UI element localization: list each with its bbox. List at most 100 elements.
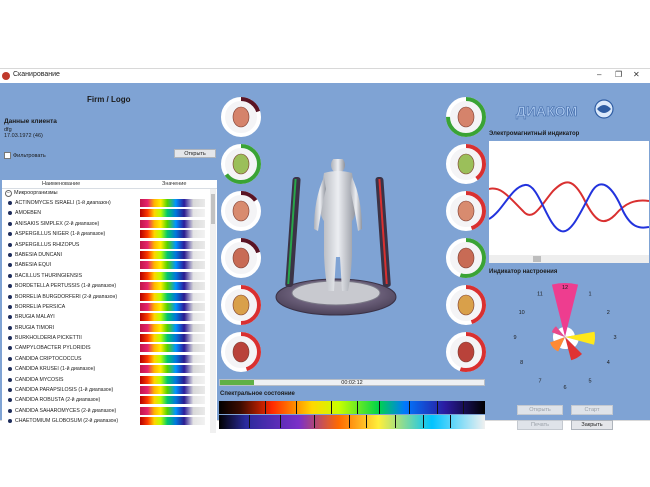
item-spectrum	[140, 230, 205, 239]
open-top-button[interactable]: Открыть	[174, 149, 216, 158]
list-item[interactable]: ANISAKIS SIMPLEX (2-й диапазон)	[2, 219, 208, 229]
spectral-line	[409, 401, 410, 414]
item-name: AMOEBEN	[15, 210, 41, 217]
mood-wedge	[551, 326, 565, 337]
item-bullet-icon	[8, 356, 12, 361]
title-bar: Сканирование – ❐ ✕	[0, 69, 650, 83]
column-name-header[interactable]: Наименование	[42, 181, 81, 187]
list-item[interactable]: ACTINOMYCES ISRAELI (1-й диапазон)	[2, 198, 208, 208]
column-value-header[interactable]: Значение	[162, 181, 187, 187]
item-name: CAMPYLOBACTER PYLORIDIS	[15, 345, 91, 352]
maximize-button[interactable]: ❐	[615, 70, 623, 79]
left-organ-5[interactable]	[220, 331, 262, 373]
list-item[interactable]: BACILLUS THURINGIENSIS	[2, 271, 208, 281]
spectral-line	[395, 415, 396, 428]
item-spectrum	[140, 250, 205, 259]
list-item[interactable]: CHAETOMIUM GLOBOSUM (2-й диапазон)	[2, 416, 208, 426]
item-name: BURKHOLDERIA PICKETTII	[15, 335, 82, 342]
item-bullet-icon	[8, 221, 12, 226]
filter-checkbox[interactable]: Фильтровать	[4, 152, 46, 159]
stomach-icon	[221, 97, 261, 137]
item-name: BABESIA EQUI	[15, 262, 52, 269]
item-name: BORDETELLA PERTUSSIS (1-й диапазон)	[15, 283, 117, 290]
window-title: Сканирование	[13, 71, 60, 78]
left-organ-2[interactable]	[220, 190, 262, 232]
liver-icon	[221, 332, 261, 372]
item-spectrum	[140, 313, 205, 322]
right-organ-1[interactable]	[445, 143, 487, 185]
spectral-line	[349, 415, 350, 428]
item-bullet-icon	[8, 273, 12, 278]
list-item[interactable]: ASPERGILLUS RHIZOPUS	[2, 240, 208, 250]
right-organ-3[interactable]	[445, 237, 487, 279]
close-window-button[interactable]: ✕	[633, 70, 640, 79]
right-organ-5[interactable]	[445, 331, 487, 373]
left-organ-1[interactable]	[220, 143, 262, 185]
em-waveform	[488, 141, 650, 263]
list-item[interactable]: CAMPYLOBACTER PYLORIDIS	[2, 343, 208, 353]
item-name: ASPERGILLUS RHIZOPUS	[15, 241, 80, 248]
item-spectrum	[140, 386, 205, 395]
left-organ-0[interactable]	[220, 96, 262, 138]
list-item[interactable]: AMOEBEN	[2, 208, 208, 218]
list-item[interactable]: CANDIDA SAHAROMYCES (2-й диапазон)	[2, 406, 208, 416]
item-bullet-icon	[8, 367, 12, 372]
start-button[interactable]: Старт	[571, 405, 613, 415]
item-name: CANDIDA ROBUSTA (2-й диапазон)	[15, 397, 101, 404]
list-item[interactable]: BABESIA EQUI	[2, 260, 208, 270]
checkbox-box[interactable]	[4, 152, 11, 159]
print-button[interactable]: Печать	[517, 420, 563, 430]
open-button[interactable]: Открыть	[517, 405, 563, 415]
intestines-icon	[221, 238, 261, 278]
list-item[interactable]: BRUGIA MALAYI	[2, 312, 208, 322]
group-header[interactable]: − Микроорганизмы	[2, 189, 58, 197]
spectral-line	[314, 415, 315, 428]
mood-wedge	[551, 282, 579, 337]
item-spectrum	[140, 354, 205, 363]
right-organ-0[interactable]	[445, 96, 487, 138]
list-item[interactable]: BURKHOLDERIA PICKETTII	[2, 333, 208, 343]
mood-indicator-label: Индикатор настроения	[489, 269, 558, 275]
item-bullet-icon	[8, 242, 12, 247]
scanner-figure-icon	[275, 157, 397, 316]
list-item[interactable]: BORDETELLA PERTUSSIS (1-й диапазон)	[2, 281, 208, 291]
mood-clock-number: 8	[520, 360, 523, 366]
list-item[interactable]: BORRELIA BURGDORFERI (2-й диапазон)	[2, 292, 208, 302]
scroll-thumb[interactable]	[211, 194, 215, 224]
list-item[interactable]: BRUGIA TIMORI	[2, 323, 208, 333]
item-bullet-icon	[8, 263, 12, 268]
left-organ-3[interactable]	[220, 237, 262, 279]
left-organ-4[interactable]	[220, 284, 262, 326]
minimize-button[interactable]: –	[597, 70, 602, 79]
item-name: BRUGIA TIMORI	[15, 324, 55, 331]
mood-clock-number: 9	[513, 335, 516, 341]
client-birthdate: 17.03.1972 (46)	[4, 133, 43, 139]
mood-clock-number: 7	[538, 378, 541, 384]
em-indicator-chart	[488, 141, 650, 263]
list-scrollbar[interactable]	[210, 189, 216, 433]
body-scanner	[256, 157, 416, 324]
item-bullet-icon	[8, 284, 12, 289]
list-item[interactable]: CANDIDA MYCOSIS	[2, 375, 208, 385]
list-item[interactable]: CANDIDA KRUSEI (1-й диапазон)	[2, 364, 208, 374]
list-item[interactable]: ASPERGILLUS NIGER (1-й диапазон)	[2, 229, 208, 239]
mood-clock-number: 4	[607, 360, 610, 366]
item-bullet-icon	[8, 398, 12, 403]
collapse-icon[interactable]: −	[5, 189, 12, 197]
list-item[interactable]: CANDIDA CRIPTOCOCCUS	[2, 354, 208, 364]
company-logo: ДИАКОМ	[514, 99, 614, 119]
mood-clock-number: 10	[519, 310, 525, 316]
list-item[interactable]: BABESIA DUNCANI	[2, 250, 208, 260]
list-item[interactable]: BORRELIA PERSICA	[2, 302, 208, 312]
spectral-label: Спектральное состояние	[220, 391, 295, 397]
mood-clock-number: 5	[588, 378, 591, 384]
close-button[interactable]: Закрыть	[571, 420, 613, 430]
mood-wedge	[550, 337, 565, 352]
item-name: BORRELIA PERSICA	[15, 303, 66, 310]
list-item[interactable]: CANDIDA ROBUSTA (2-й диапазон)	[2, 395, 208, 405]
item-bullet-icon	[8, 325, 12, 330]
list-item[interactable]: CANDIDA PARAPSILOSIS (1-й диапазон)	[2, 385, 208, 395]
mood-wedge	[552, 332, 565, 342]
right-organ-2[interactable]	[445, 190, 487, 232]
right-organ-4[interactable]	[445, 284, 487, 326]
